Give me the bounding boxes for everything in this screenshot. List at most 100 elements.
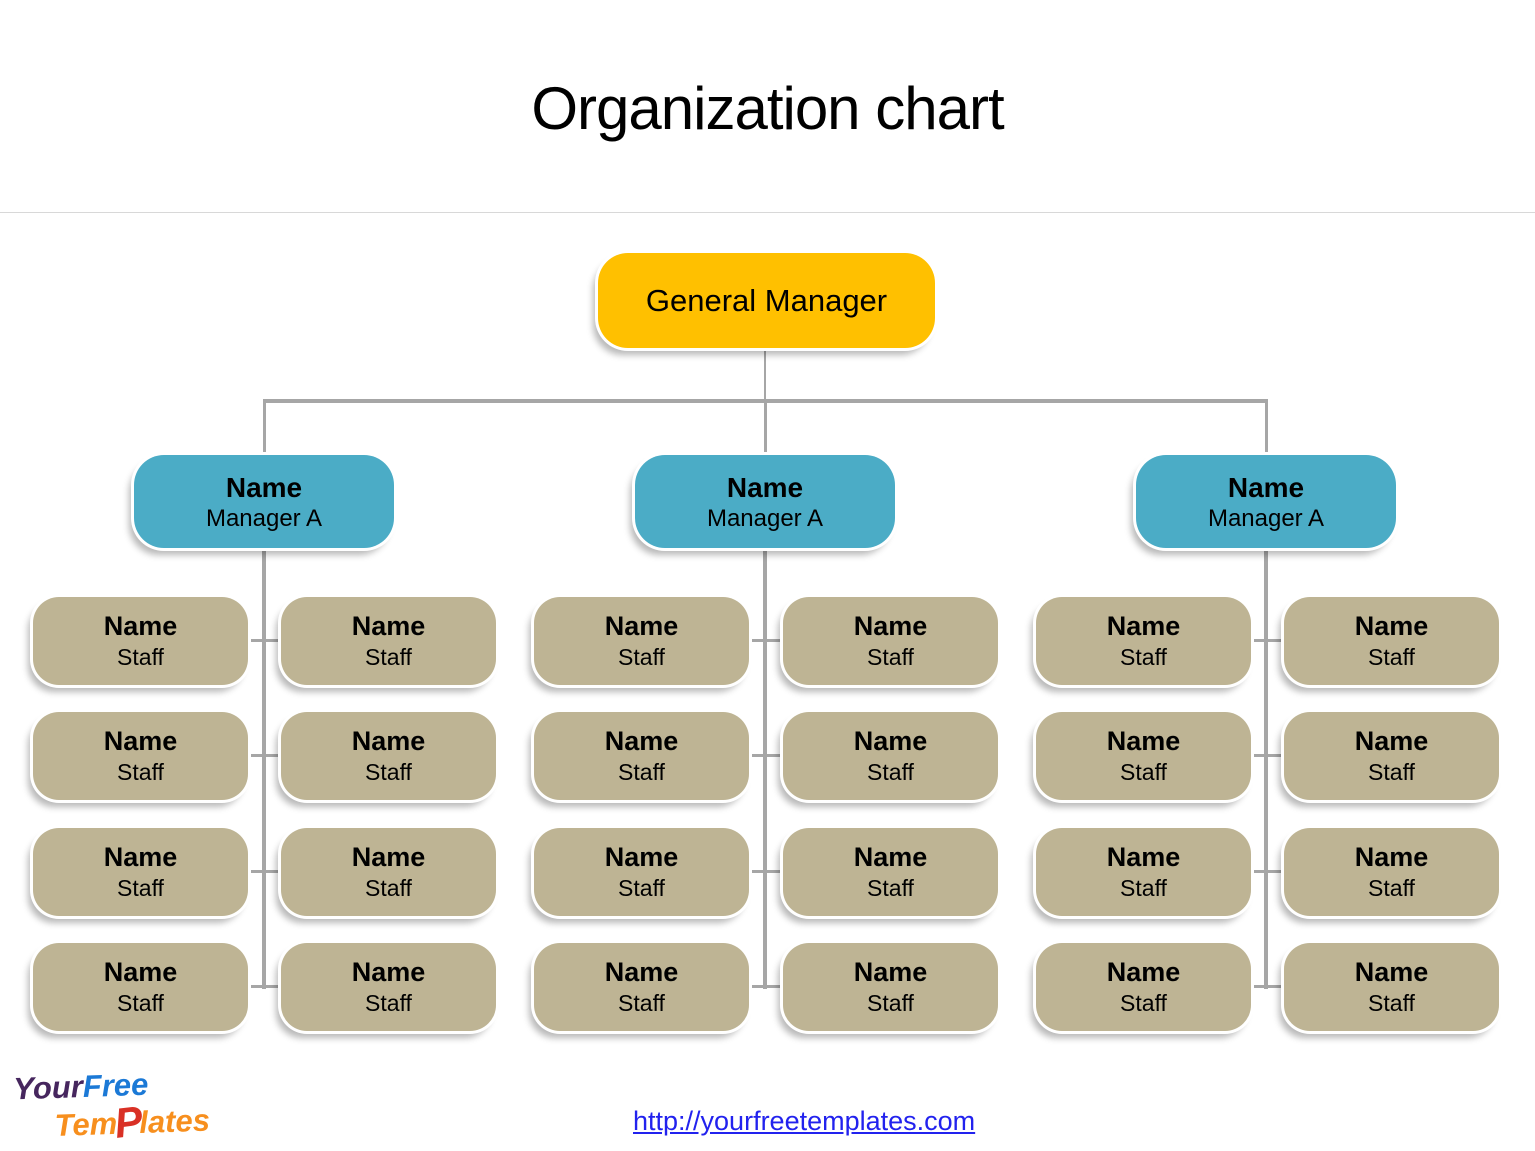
node-staff: Name Staff	[534, 943, 749, 1031]
connector-row-stub	[747, 754, 783, 757]
staff-role: Staff	[618, 759, 665, 786]
staff-name: Name	[853, 726, 928, 757]
staff-name: Name	[351, 842, 426, 873]
connector-row-stub	[246, 754, 282, 757]
manager-name: Name	[225, 471, 303, 503]
node-staff: Name Staff	[783, 712, 998, 800]
general-manager-label: General Manager	[645, 282, 888, 318]
node-staff: Name Staff	[783, 597, 998, 685]
connector-drop-group3	[1265, 401, 1268, 456]
staff-role: Staff	[365, 990, 412, 1017]
staff-name: Name	[103, 842, 178, 873]
logo-line-2: TemPlates	[54, 1096, 210, 1147]
connector-drop-group2	[764, 401, 767, 456]
connector-row-stub	[1248, 870, 1284, 873]
staff-role: Staff	[867, 759, 914, 786]
node-manager-2: Name Manager A	[635, 455, 895, 548]
node-staff: Name Staff	[1036, 943, 1251, 1031]
yourfreetemplates-logo: YourFree TemPlates	[13, 1067, 211, 1147]
staff-name: Name	[1106, 726, 1181, 757]
staff-name: Name	[853, 957, 928, 988]
staff-name: Name	[604, 957, 679, 988]
node-staff: Name Staff	[534, 712, 749, 800]
connector-row-stub	[246, 985, 282, 988]
manager-name: Name	[1227, 471, 1305, 503]
node-staff: Name Staff	[534, 828, 749, 916]
staff-name: Name	[103, 726, 178, 757]
page-title: Organization chart	[531, 75, 1004, 142]
manager-role: Manager A	[205, 504, 323, 532]
staff-role: Staff	[867, 875, 914, 902]
staff-role: Staff	[618, 644, 665, 671]
staff-name: Name	[351, 726, 426, 757]
staff-role: Staff	[1120, 990, 1167, 1017]
staff-name: Name	[1106, 842, 1181, 873]
manager-name: Name	[726, 471, 804, 503]
staff-name: Name	[1354, 611, 1429, 642]
staff-role: Staff	[867, 990, 914, 1017]
staff-name: Name	[1354, 957, 1429, 988]
staff-role: Staff	[1120, 759, 1167, 786]
connector-trunk-group1	[262, 548, 266, 989]
staff-role: Staff	[618, 990, 665, 1017]
node-staff: Name Staff	[1284, 943, 1499, 1031]
staff-role: Staff	[365, 875, 412, 902]
title-divider-line	[0, 212, 1535, 213]
staff-role: Staff	[867, 644, 914, 671]
node-staff: Name Staff	[1284, 712, 1499, 800]
staff-name: Name	[351, 611, 426, 642]
staff-role: Staff	[117, 644, 164, 671]
connector-drop-group1	[263, 401, 266, 456]
connector-row-stub	[246, 870, 282, 873]
connector-row-stub	[1248, 754, 1284, 757]
node-staff: Name Staff	[1284, 597, 1499, 685]
staff-role: Staff	[365, 644, 412, 671]
staff-role: Staff	[117, 759, 164, 786]
staff-name: Name	[1354, 726, 1429, 757]
node-staff: Name Staff	[33, 597, 248, 685]
yourfreetemplates-link[interactable]: http://yourfreetemplates.com	[633, 1106, 976, 1136]
node-manager-3: Name Manager A	[1136, 455, 1396, 548]
staff-role: Staff	[117, 990, 164, 1017]
node-staff: Name Staff	[783, 943, 998, 1031]
connector-root-stub	[764, 347, 766, 400]
staff-name: Name	[1106, 611, 1181, 642]
node-staff: Name Staff	[281, 943, 496, 1031]
staff-role: Staff	[365, 759, 412, 786]
connector-row-stub	[747, 870, 783, 873]
staff-role: Staff	[1368, 759, 1415, 786]
staff-name: Name	[103, 611, 178, 642]
staff-role: Staff	[1368, 644, 1415, 671]
connector-row-stub	[1248, 639, 1284, 642]
node-staff: Name Staff	[1036, 712, 1251, 800]
staff-name: Name	[853, 611, 928, 642]
node-general-manager: General Manager	[598, 253, 935, 348]
connector-trunk-group3	[1264, 548, 1268, 989]
staff-role: Staff	[117, 875, 164, 902]
node-staff: Name Staff	[534, 597, 749, 685]
staff-role: Staff	[618, 875, 665, 902]
connector-row-stub	[1248, 985, 1284, 988]
node-staff: Name Staff	[281, 597, 496, 685]
node-staff: Name Staff	[33, 712, 248, 800]
staff-name: Name	[853, 842, 928, 873]
connector-row-stub	[246, 639, 282, 642]
node-staff: Name Staff	[33, 943, 248, 1031]
logo-word-tem: Tem	[54, 1105, 118, 1143]
staff-name: Name	[1106, 957, 1181, 988]
connector-row-stub	[747, 639, 783, 642]
staff-name: Name	[604, 842, 679, 873]
staff-name: Name	[604, 726, 679, 757]
staff-name: Name	[103, 957, 178, 988]
logo-letter-p: P	[111, 1096, 145, 1147]
connector-trunk-group2	[763, 548, 767, 989]
node-staff: Name Staff	[1036, 597, 1251, 685]
node-staff: Name Staff	[1036, 828, 1251, 916]
node-staff: Name Staff	[281, 712, 496, 800]
staff-name: Name	[604, 611, 679, 642]
staff-role: Staff	[1368, 990, 1415, 1017]
staff-role: Staff	[1120, 875, 1167, 902]
node-staff: Name Staff	[33, 828, 248, 916]
manager-role: Manager A	[1207, 504, 1325, 532]
